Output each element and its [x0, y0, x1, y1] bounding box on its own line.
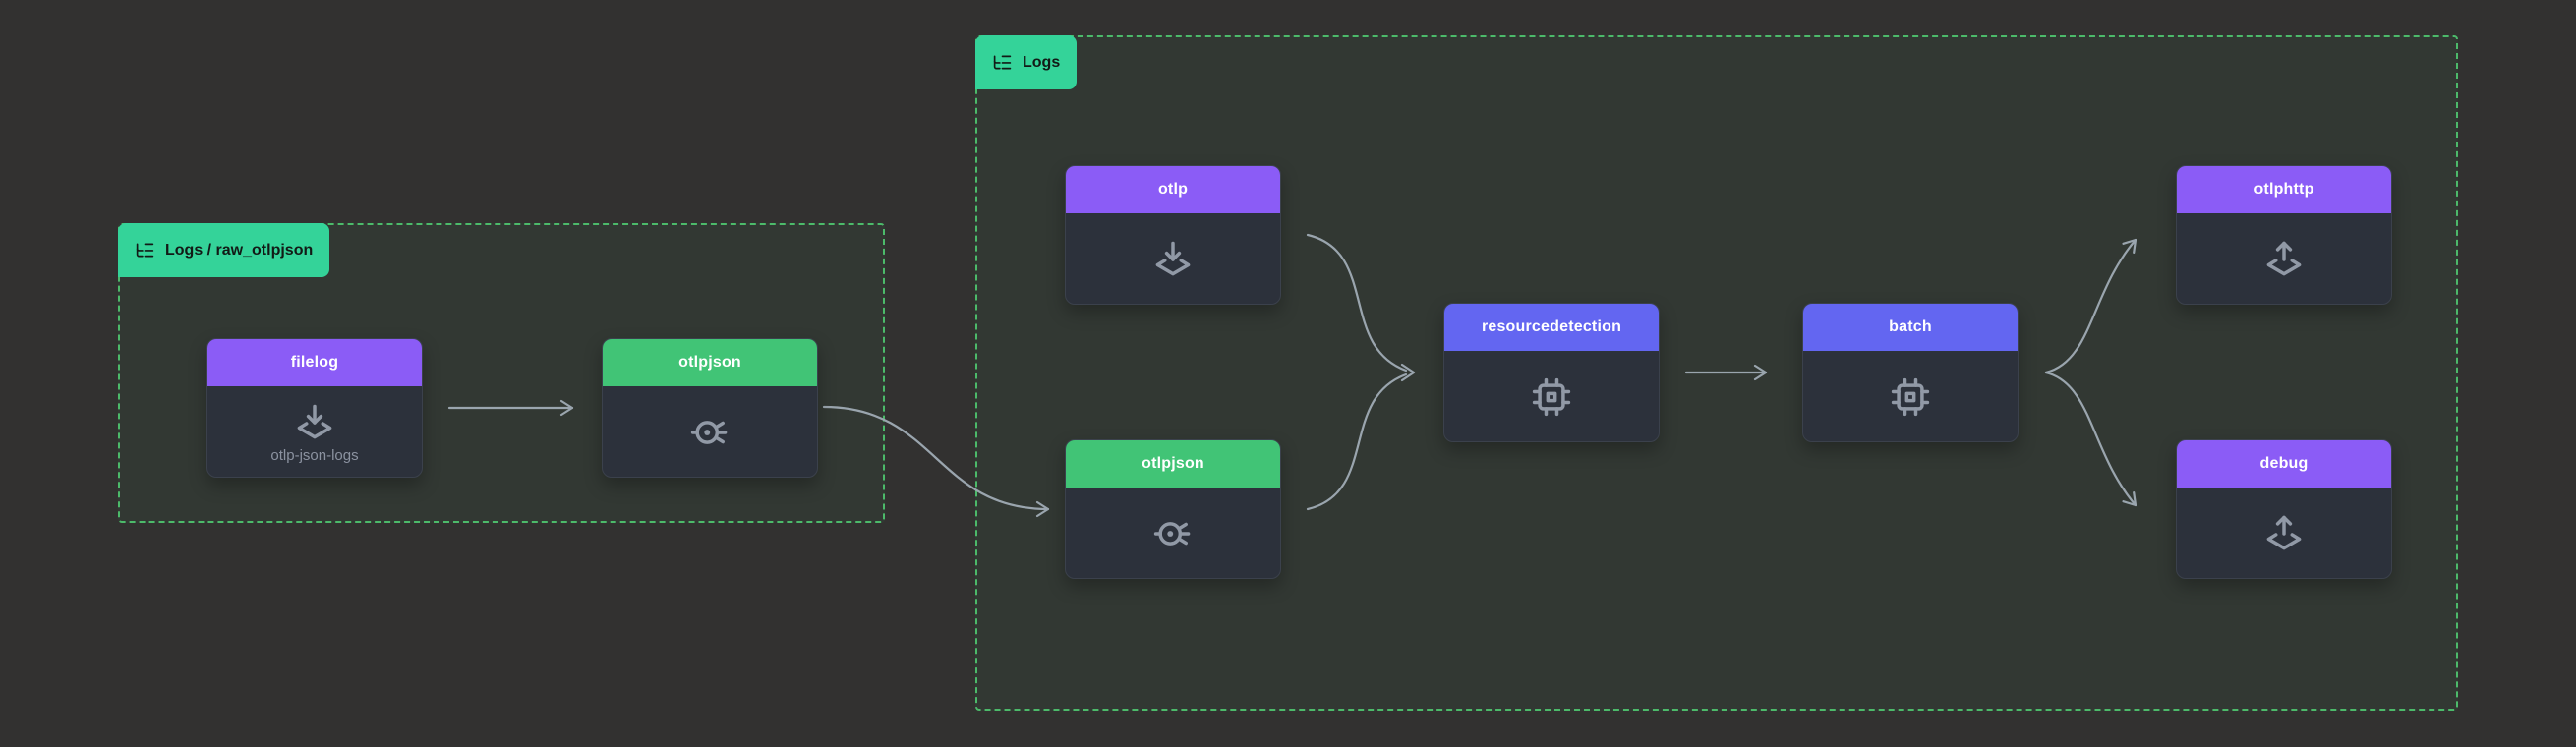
node-otlphttp[interactable]: otlphttp: [2176, 165, 2392, 305]
node-otlpjson-logs[interactable]: otlpjson: [1065, 439, 1281, 579]
receiver-icon: [1155, 241, 1191, 275]
node-batch[interactable]: batch: [1802, 303, 2019, 442]
node-otlpjson-raw[interactable]: otlpjson: [602, 338, 818, 478]
receiver-icon: [297, 404, 332, 439]
node-title: batch: [1803, 304, 2018, 351]
node-filelog[interactable]: filelog otlp-json-logs: [206, 338, 423, 478]
list-tree-icon: [136, 243, 154, 258]
node-otlp[interactable]: otlp: [1065, 165, 1281, 305]
node-title: otlpjson: [603, 339, 817, 386]
list-tree-icon: [993, 55, 1012, 70]
exporter-icon: [2266, 515, 2302, 549]
connector-icon: [1153, 521, 1191, 546]
node-subtitle: otlp-json-logs: [270, 447, 359, 464]
connector-icon: [690, 420, 728, 444]
group-label-logs: Logs: [975, 35, 1078, 89]
pipeline-group-logs: Logs: [975, 35, 2458, 711]
processor-icon: [1532, 377, 1571, 416]
group-label-logs-raw-otlpjson: Logs / raw_otlpjson: [118, 223, 330, 277]
group-label-text: Logs / raw_otlpjson: [165, 241, 314, 259]
node-resourcedetection[interactable]: resourcedetection: [1443, 303, 1660, 442]
node-debug[interactable]: debug: [2176, 439, 2392, 579]
group-label-text: Logs: [1023, 53, 1061, 71]
node-title: filelog: [207, 339, 422, 386]
node-title: otlp: [1066, 166, 1280, 213]
exporter-icon: [2266, 241, 2302, 275]
processor-icon: [1891, 377, 1930, 416]
node-title: otlphttp: [2177, 166, 2391, 213]
node-title: resourcedetection: [1444, 304, 1659, 351]
node-title: debug: [2177, 440, 2391, 488]
node-title: otlpjson: [1066, 440, 1280, 488]
